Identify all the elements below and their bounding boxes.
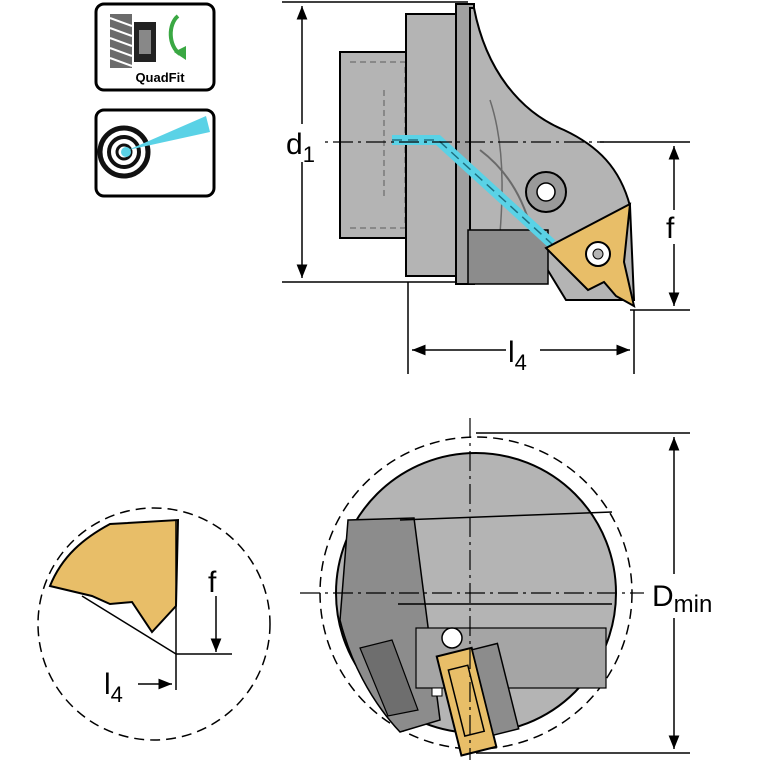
quadfit-icon: QuadFit	[94, 2, 216, 92]
dimension-l4-detail: l4	[104, 668, 123, 707]
quadfit-label: QuadFit	[135, 70, 185, 85]
dimension-dmin: Dmin	[652, 580, 712, 618]
internal-coolant-icon	[94, 108, 216, 198]
toolholder-side-view: d1 f l4	[282, 1, 690, 375]
dimension-f-detail: f	[208, 566, 217, 599]
screw-thread-icon	[109, 14, 156, 68]
dimension-f-top: f	[666, 212, 675, 245]
front-view-dmin: Dmin	[300, 418, 744, 760]
dimension-d1: d1	[286, 128, 315, 167]
dimension-l4-top: l4	[508, 336, 527, 375]
insert-detail-view: f l4	[37, 507, 271, 741]
rotate-arrow-icon	[168, 14, 186, 60]
